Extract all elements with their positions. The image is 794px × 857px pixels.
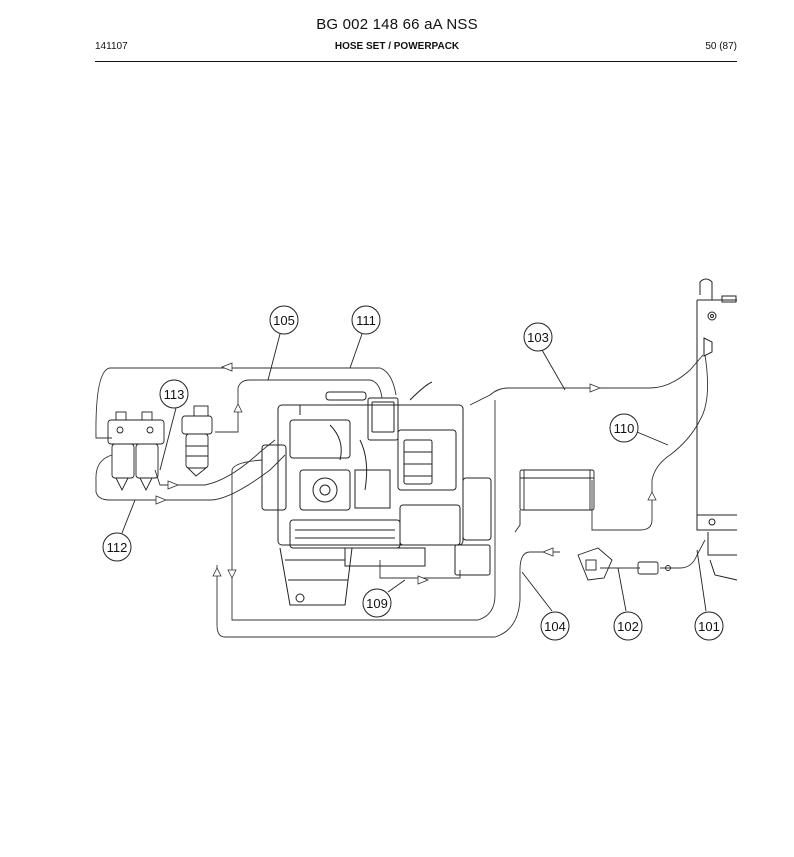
cooler-unit: [514, 469, 595, 533]
svg-text:103: 103: [527, 330, 549, 345]
callout-103: 103: [523, 322, 553, 352]
hose-110: [591, 354, 709, 531]
svg-text:104: 104: [544, 619, 566, 634]
header-rule: [95, 61, 737, 62]
hose-lines: [95, 354, 709, 638]
svg-text:105: 105: [273, 313, 295, 328]
pump-valve: [577, 547, 671, 581]
callout-110: 110: [609, 413, 639, 443]
section-title: HOSE SET / POWERPACK: [334, 41, 460, 52]
hose-101: [660, 539, 706, 569]
callout-113: 113: [159, 379, 189, 409]
hose-105-111: [95, 367, 397, 439]
callout-101: 101: [694, 611, 724, 641]
fuel-filter-assembly: [107, 411, 165, 492]
hydraulic-tank: [696, 278, 738, 581]
svg-text:111: 111: [356, 313, 376, 328]
hose-104: [216, 551, 560, 638]
callout-109: 109: [362, 588, 392, 618]
hose-112: [95, 454, 286, 501]
svg-text:109: 109: [366, 596, 388, 611]
page-number: 50 (87): [705, 41, 737, 52]
svg-text:112: 112: [107, 540, 128, 555]
callout-111: 111: [351, 305, 381, 335]
hose-105-inner: [215, 379, 383, 433]
hose-113: [154, 439, 276, 486]
date-code: 141107: [95, 41, 128, 52]
svg-text:101: 101: [698, 619, 720, 634]
flow-arrows: [155, 362, 657, 585]
svg-text:110: 110: [614, 421, 635, 436]
hose-bottom-loop: [231, 400, 496, 621]
leader-lines: [121, 333, 707, 612]
svg-text:102: 102: [617, 619, 639, 634]
callout-104: 104: [540, 611, 570, 641]
callout-112: 112: [102, 532, 132, 562]
svg-text:113: 113: [164, 387, 185, 402]
hose-103: [469, 354, 704, 406]
engine-block: [261, 381, 492, 606]
hose-109: [379, 560, 461, 579]
callout-102: 102: [613, 611, 643, 641]
callout-105: 105: [269, 305, 299, 335]
secondary-filter: [181, 405, 213, 477]
document-title: BG 002 148 66 aA NSS: [316, 16, 478, 33]
